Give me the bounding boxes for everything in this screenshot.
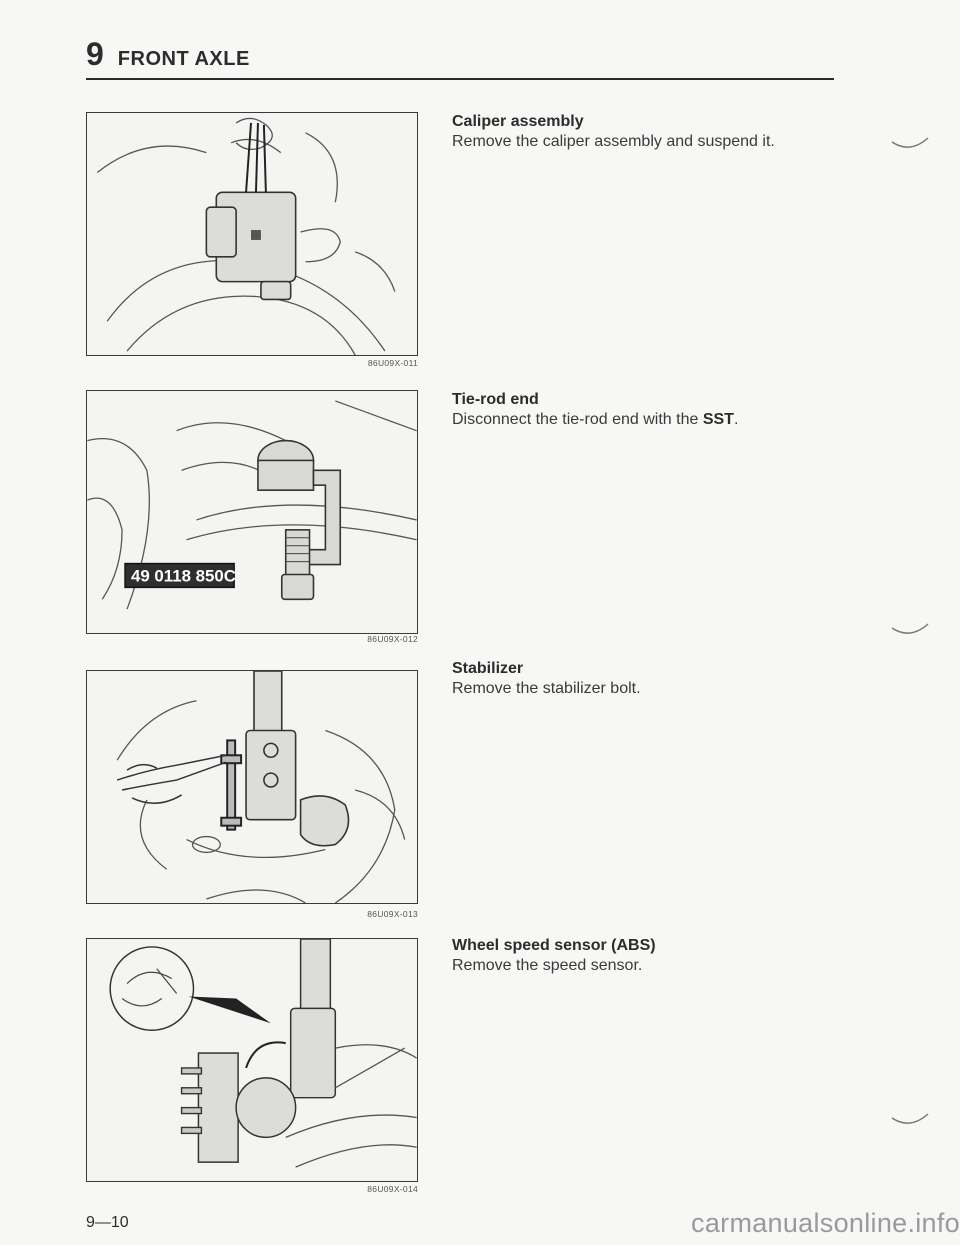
scan-mark <box>891 1113 929 1124</box>
figure-stabilizer <box>86 670 418 904</box>
step-title: Stabilizer <box>452 660 524 677</box>
figure-code: 86U09X-011 <box>367 358 418 368</box>
chapter-title: FRONT AXLE <box>117 48 250 70</box>
chapter-number: 9 <box>86 36 104 72</box>
figure-wheel-speed-sensor <box>86 938 418 1182</box>
header-rule <box>86 78 834 80</box>
caliper-illustration <box>96 117 396 355</box>
step-stabilizer: Stabilizer Remove the stabilizer bolt. <box>452 659 892 699</box>
figure-tie-rod-end: 49 0118 850C <box>86 390 418 634</box>
stabilizer-illustration <box>116 671 406 903</box>
sst-term: SST <box>702 411 734 428</box>
step-title: Wheel speed sensor (ABS) <box>452 937 656 954</box>
step-text: Remove the stabilizer bolt. <box>452 680 641 697</box>
step-text: Remove the speed sensor. <box>452 957 643 974</box>
step-text-lead: Disconnect the tie-rod end with the <box>452 411 703 428</box>
page-number: 9—10 <box>86 1214 129 1231</box>
step-tie-rod-end: Tie-rod end Disconnect the tie-rod end w… <box>452 390 892 430</box>
step-caliper-assembly: Caliper assembly Remove the caliper asse… <box>452 112 892 152</box>
figure-code: 86U09X-014 <box>367 1184 418 1194</box>
step-wheel-speed-sensor: Wheel speed sensor (ABS) Remove the spee… <box>452 936 892 976</box>
step-text-end: . <box>733 411 739 428</box>
watermark: carmanualsonline.info <box>691 1208 960 1238</box>
figure-caliper-assembly <box>86 112 418 356</box>
step-title: Tie-rod end <box>452 391 539 408</box>
step-title: Caliper assembly <box>452 113 584 130</box>
sst-tool-tag: 49 0118 850C <box>131 566 236 585</box>
tie-rod-illustration: 49 0118 850C <box>87 400 417 610</box>
chapter-header: 9 FRONT AXLE <box>86 38 250 71</box>
scan-mark <box>891 623 929 634</box>
scan-mark <box>891 137 929 148</box>
step-text: Disconnect the tie-rod end with the SST. <box>452 410 892 430</box>
figure-code: 86U09X-013 <box>367 909 418 919</box>
wheel-speed-sensor-illustration <box>109 939 417 1168</box>
step-text: Remove the caliper assembly and suspend … <box>452 133 775 150</box>
figure-code: 86U09X-012 <box>367 634 418 644</box>
